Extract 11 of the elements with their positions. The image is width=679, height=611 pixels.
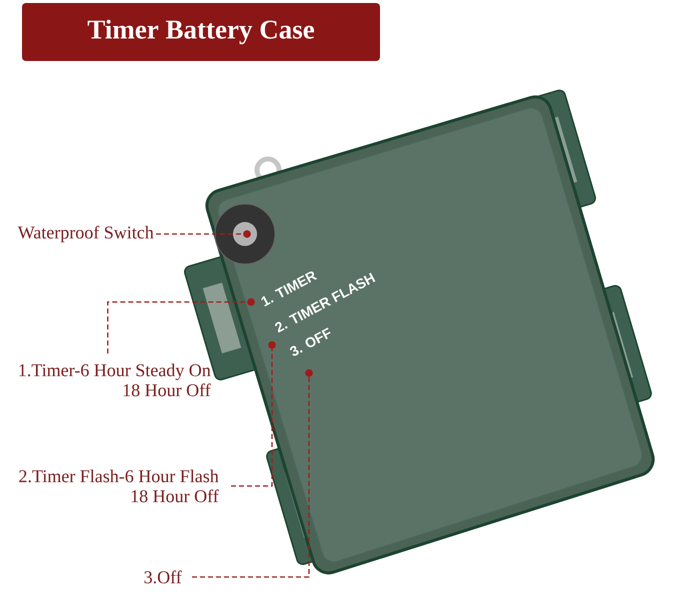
callout-text: 1.Timer-6 Hour Steady On 18 Hour Off: [19, 364, 211, 396]
callout-text: 2.Timer Flash-6 Hour Flash 18 Hour Off: [19, 470, 219, 502]
leader-line: [156, 230, 251, 238]
leader-line: [107, 298, 255, 354]
title-banner: Timer Battery Case: [22, 3, 380, 61]
leader-line: [231, 341, 276, 487]
switch-button: [214, 204, 276, 264]
leader-line: [192, 369, 313, 578]
printed-label: 3. OFF: [290, 328, 331, 356]
callout-text: 3.Off: [144, 570, 182, 584]
callout-text: Waterproof Switch: [18, 226, 154, 242]
